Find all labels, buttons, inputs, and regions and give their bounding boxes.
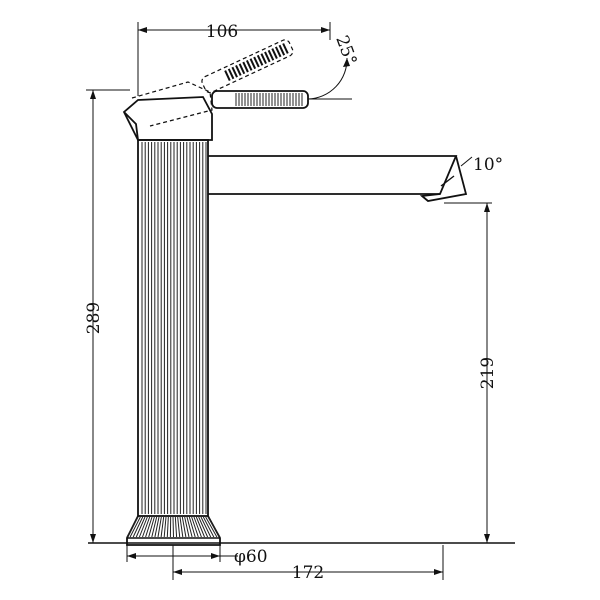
arrow-head xyxy=(138,27,147,33)
raised-knurl-mark xyxy=(260,53,267,65)
dim-base-diameter: φ60 xyxy=(126,545,268,567)
handle-raised-position xyxy=(131,39,294,127)
raised-cap-outline xyxy=(131,81,213,127)
base-knurl-line xyxy=(184,516,190,538)
base-knurl-line xyxy=(205,516,218,538)
raised-lever-knurling xyxy=(224,43,289,81)
base-knurl-line xyxy=(186,516,193,538)
faucet-spout xyxy=(208,155,473,202)
dim-label-10: 10° xyxy=(473,155,503,175)
dim-handle-angle: 25° xyxy=(307,33,360,100)
base-knurl-line xyxy=(191,516,199,538)
base-knurl-line xyxy=(157,516,162,538)
lever-knurling xyxy=(235,93,303,106)
base-knurl-line xyxy=(193,516,202,538)
arrow-head xyxy=(321,27,330,33)
base-knurl-line xyxy=(142,516,151,538)
raised-knurl-mark xyxy=(271,48,278,59)
faucet-handle xyxy=(122,90,309,141)
base-knurl-line xyxy=(166,516,169,538)
spout-body xyxy=(208,155,458,195)
arrow-head xyxy=(484,534,490,543)
dim-spout-reach: 172 xyxy=(172,545,444,583)
base-knurl-line xyxy=(202,516,215,538)
base-knurl-line xyxy=(160,516,165,538)
base-knurl-line xyxy=(172,516,174,538)
base-knurl-line xyxy=(174,516,178,538)
raised-knurl-mark xyxy=(264,51,271,63)
raised-lever-outline xyxy=(201,39,294,94)
dim-label-25: 25° xyxy=(331,33,360,68)
arrow-head xyxy=(434,569,443,575)
aerator-line xyxy=(440,175,455,187)
raised-knurl-mark xyxy=(278,44,286,56)
raised-knurl-mark xyxy=(231,66,238,78)
arrow-head xyxy=(90,90,96,99)
base-knurl-line xyxy=(163,516,167,538)
base-knurl-line xyxy=(132,516,144,538)
dim-label-106: 106 xyxy=(206,22,238,42)
spout-tip xyxy=(419,155,468,202)
base-knurl-line xyxy=(179,516,184,538)
dim-label-219: 219 xyxy=(478,357,498,389)
base-knurl-line xyxy=(151,516,158,538)
raised-knurl-mark xyxy=(245,59,253,71)
arrow-head xyxy=(343,58,350,67)
handle-cap-edge xyxy=(123,111,139,141)
base-knurl-line xyxy=(177,516,181,538)
arrow-head xyxy=(484,203,490,212)
raised-knurl-mark xyxy=(253,56,260,68)
base-knurl-line xyxy=(188,516,196,538)
base-knurling xyxy=(126,516,221,538)
raised-knurl-mark xyxy=(224,70,231,81)
dim-handle-reach: 106 xyxy=(137,22,331,96)
dim-spout-height: 219 xyxy=(444,202,498,543)
base-knurl-line xyxy=(148,516,155,538)
arrow-head xyxy=(211,553,220,559)
base-knurl-line xyxy=(135,516,146,538)
spout-angle-leader xyxy=(460,156,473,167)
base-knurl-line xyxy=(129,516,141,538)
base-knurl-line xyxy=(198,516,209,538)
raised-knurl-mark xyxy=(242,61,249,73)
raised-knurl-mark xyxy=(249,58,257,70)
dim-label-289: 289 xyxy=(84,302,104,334)
base-knurl-line xyxy=(181,516,187,538)
raised-lever xyxy=(201,39,294,94)
arrow-head xyxy=(173,569,182,575)
base-knurl-line xyxy=(126,516,139,538)
dim-label-60: φ60 xyxy=(234,547,268,567)
raised-knurl-mark xyxy=(267,49,275,61)
base-knurl-line xyxy=(154,516,160,538)
raised-knurl-mark xyxy=(274,46,282,58)
raised-knurl-mark xyxy=(282,43,289,54)
arrow-head xyxy=(90,534,96,543)
raised-knurl-mark xyxy=(227,68,235,80)
base-knurl-line xyxy=(138,516,148,538)
raised-knurl-mark xyxy=(238,63,246,75)
dim-label-172: 172 xyxy=(292,563,324,583)
faucet-body xyxy=(126,139,221,546)
base-knurl-line xyxy=(200,516,212,538)
raised-knurl-mark xyxy=(235,65,242,76)
raised-knurl-mark xyxy=(256,54,264,66)
column-flutes xyxy=(141,142,207,514)
arrow-head xyxy=(127,553,136,559)
base-knurl-line xyxy=(207,516,221,538)
base-knurl-line xyxy=(195,516,205,538)
dim-total-height: 289 xyxy=(84,89,130,543)
base-knurl-line xyxy=(145,516,153,538)
